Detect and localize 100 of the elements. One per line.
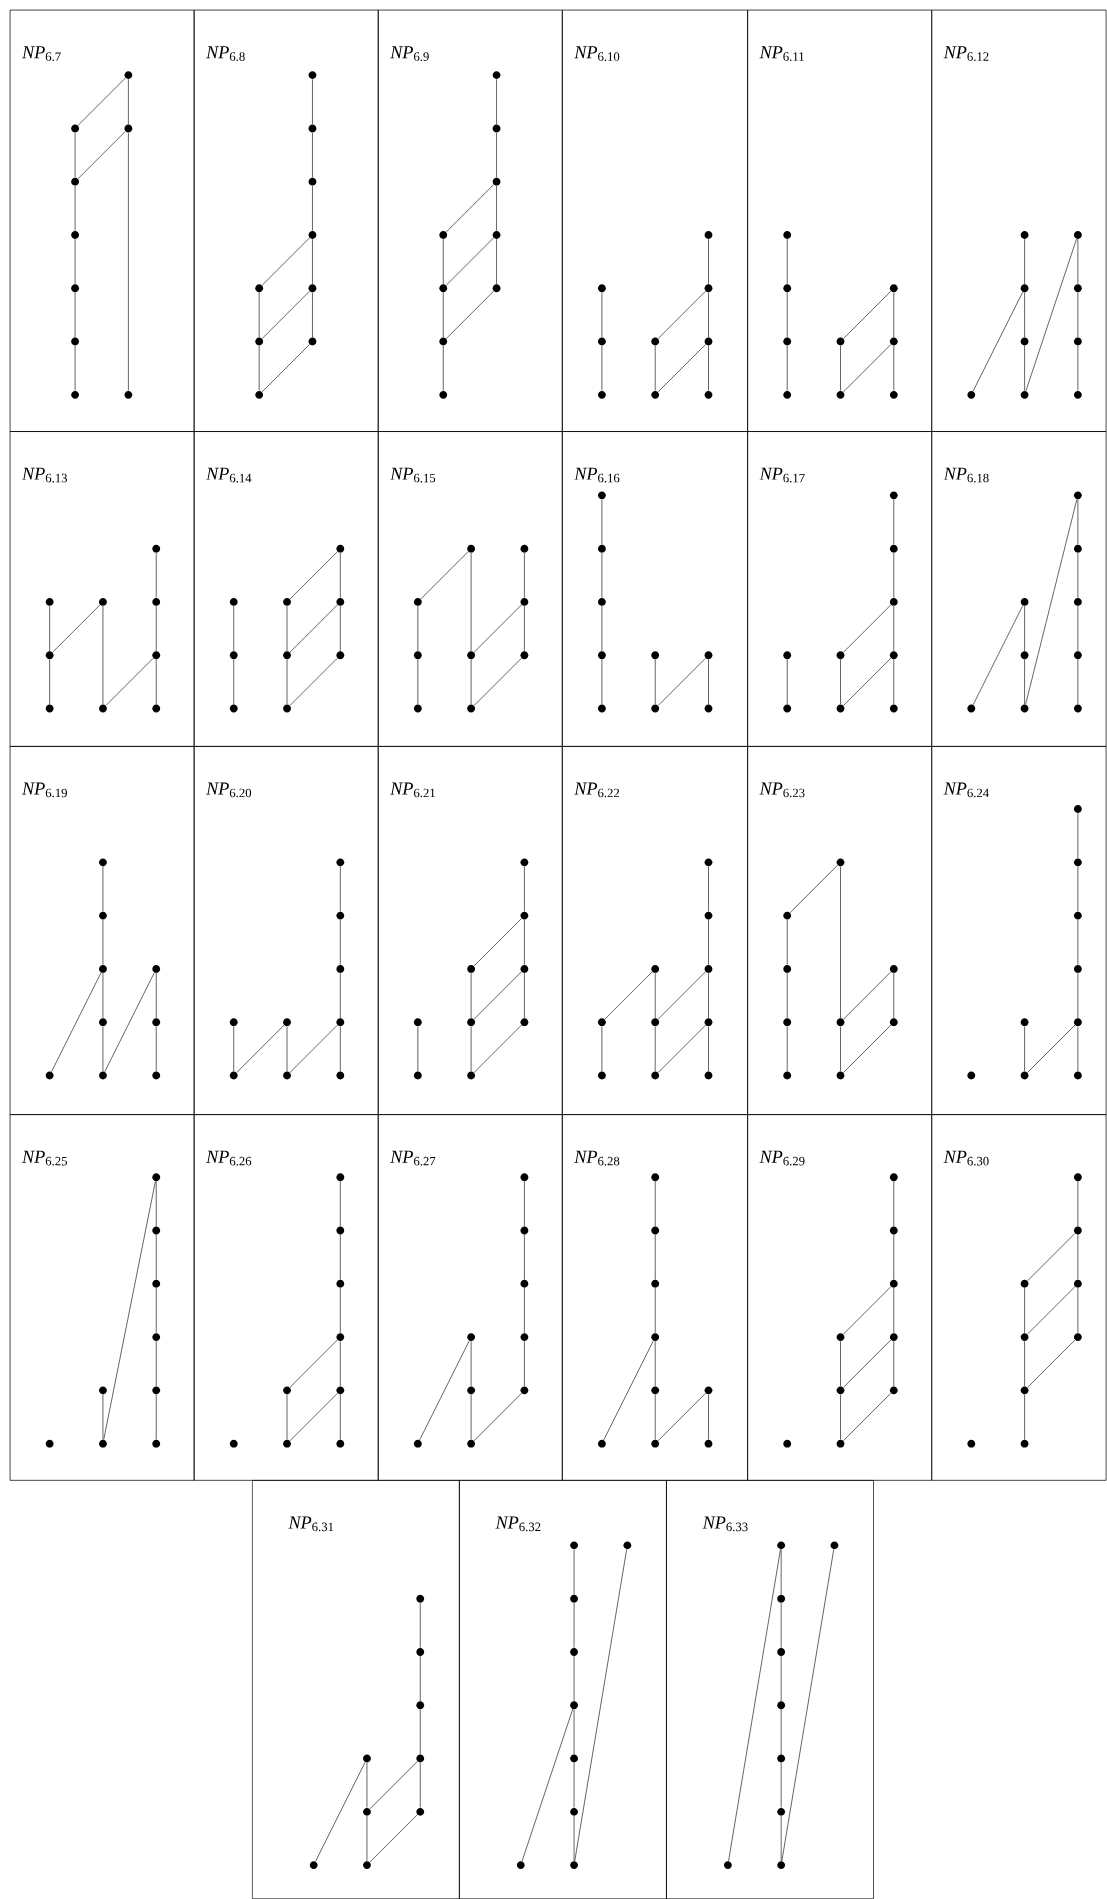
edge-line — [102, 1394, 104, 1440]
edge-line — [1024, 1394, 1025, 1440]
edge-line — [654, 1026, 656, 1072]
diagram-panel: NP$_{6.10}$ — [561, 9, 748, 432]
diagram-panel: NP$_{6.22}$ — [561, 746, 748, 1115]
edge-line — [102, 1026, 104, 1072]
edge-line — [417, 1026, 419, 1072]
edge-line — [524, 866, 525, 912]
edge-line — [843, 604, 892, 653]
edge-line — [521, 1708, 574, 1862]
edge-line — [155, 605, 157, 652]
edge-line — [601, 1026, 603, 1072]
edge-line — [369, 1761, 418, 1810]
edge-line — [840, 1340, 841, 1387]
edge-line — [312, 78, 313, 125]
edge-line — [601, 292, 603, 338]
edge-line — [654, 345, 656, 391]
edge-line — [289, 657, 338, 706]
edge-line — [780, 1762, 782, 1808]
edge-line — [1027, 1286, 1076, 1335]
diagram-panel: NP$_{6.26}$ — [193, 1114, 379, 1481]
edge-line — [780, 1602, 782, 1649]
edge-line — [524, 605, 525, 652]
edge-line — [419, 1709, 421, 1755]
edge-line — [972, 605, 1024, 706]
edge-line — [708, 919, 709, 965]
edge-line — [155, 1340, 157, 1387]
diagram-panel: NP$_{6.14}$ — [193, 431, 379, 747]
edge-line — [573, 1709, 575, 1755]
diagram-panel: NP$_{6.33}$ — [666, 1479, 874, 1899]
edge-line — [654, 1234, 656, 1280]
edge-line — [657, 971, 706, 1020]
edge-line — [1077, 1026, 1079, 1072]
edge-line — [601, 605, 603, 652]
edge-line — [289, 604, 338, 653]
edge-line — [1027, 1233, 1076, 1282]
edge-line — [1027, 1024, 1076, 1073]
edge-line — [470, 552, 472, 652]
diagram-panel: NP$_{6.27}$ — [377, 1114, 563, 1481]
edge-line — [654, 659, 656, 705]
edge-line — [524, 552, 525, 599]
edge-line — [524, 1287, 525, 1334]
edge-line — [102, 919, 104, 965]
edge-line — [155, 1181, 157, 1227]
diagram-panel: NP$_{6.8}$ — [193, 9, 379, 432]
edge-line — [473, 971, 522, 1020]
edge-line — [77, 77, 126, 126]
edge-line — [470, 1394, 472, 1440]
edge-line — [102, 605, 104, 705]
edge-line — [573, 1815, 575, 1862]
edge-line — [1077, 919, 1079, 965]
edge-line — [52, 604, 101, 653]
edge-line — [340, 1340, 341, 1387]
edge-line — [445, 290, 494, 339]
edge-line — [340, 1181, 341, 1227]
edge-line — [419, 1655, 421, 1702]
edge-line — [104, 972, 155, 1073]
edge-line — [312, 185, 313, 232]
edge-line — [74, 185, 76, 232]
edge-line — [893, 1340, 895, 1387]
edge-line — [601, 659, 603, 705]
edge-line — [369, 1814, 418, 1863]
edge-line — [654, 1394, 656, 1440]
edge-line — [74, 345, 76, 391]
edge-line — [657, 290, 706, 339]
edge-line — [261, 344, 310, 393]
edge-line — [1077, 1181, 1079, 1227]
edge-line — [893, 1287, 895, 1334]
edge-line — [74, 292, 76, 338]
edge-line — [340, 1234, 341, 1280]
edge-line — [289, 1393, 338, 1441]
edge-line — [603, 1340, 654, 1441]
edge-line — [708, 345, 709, 391]
edge-line — [155, 972, 157, 1019]
edge-line — [443, 238, 444, 285]
edge-line — [261, 237, 310, 286]
edge-line — [236, 1024, 285, 1073]
edge-line — [473, 604, 522, 653]
edge-line — [601, 499, 603, 545]
edge-line — [893, 552, 895, 599]
edge-line — [1077, 812, 1079, 859]
edge-line — [840, 866, 841, 1019]
edge-line — [654, 1340, 656, 1387]
edge-line — [49, 605, 50, 652]
edge-line — [258, 345, 260, 391]
edge-line — [340, 919, 341, 965]
edge-line — [496, 132, 497, 178]
diagram-panel: NP$_{6.31}$ — [251, 1479, 460, 1899]
diagram-panel: NP$_{6.25}$ — [9, 1114, 195, 1481]
edge-line — [312, 132, 313, 178]
edge-line — [780, 1549, 782, 1595]
edge-line — [1077, 292, 1079, 338]
edge-line — [840, 1394, 841, 1440]
edge-line — [286, 1026, 288, 1072]
edge-line — [420, 551, 469, 600]
edge-line — [315, 1761, 366, 1862]
edge-line — [286, 605, 288, 652]
edge-line — [654, 1287, 656, 1334]
diagram-panel: NP$_{6.28}$ — [561, 1114, 748, 1481]
edge-line — [340, 1026, 341, 1072]
